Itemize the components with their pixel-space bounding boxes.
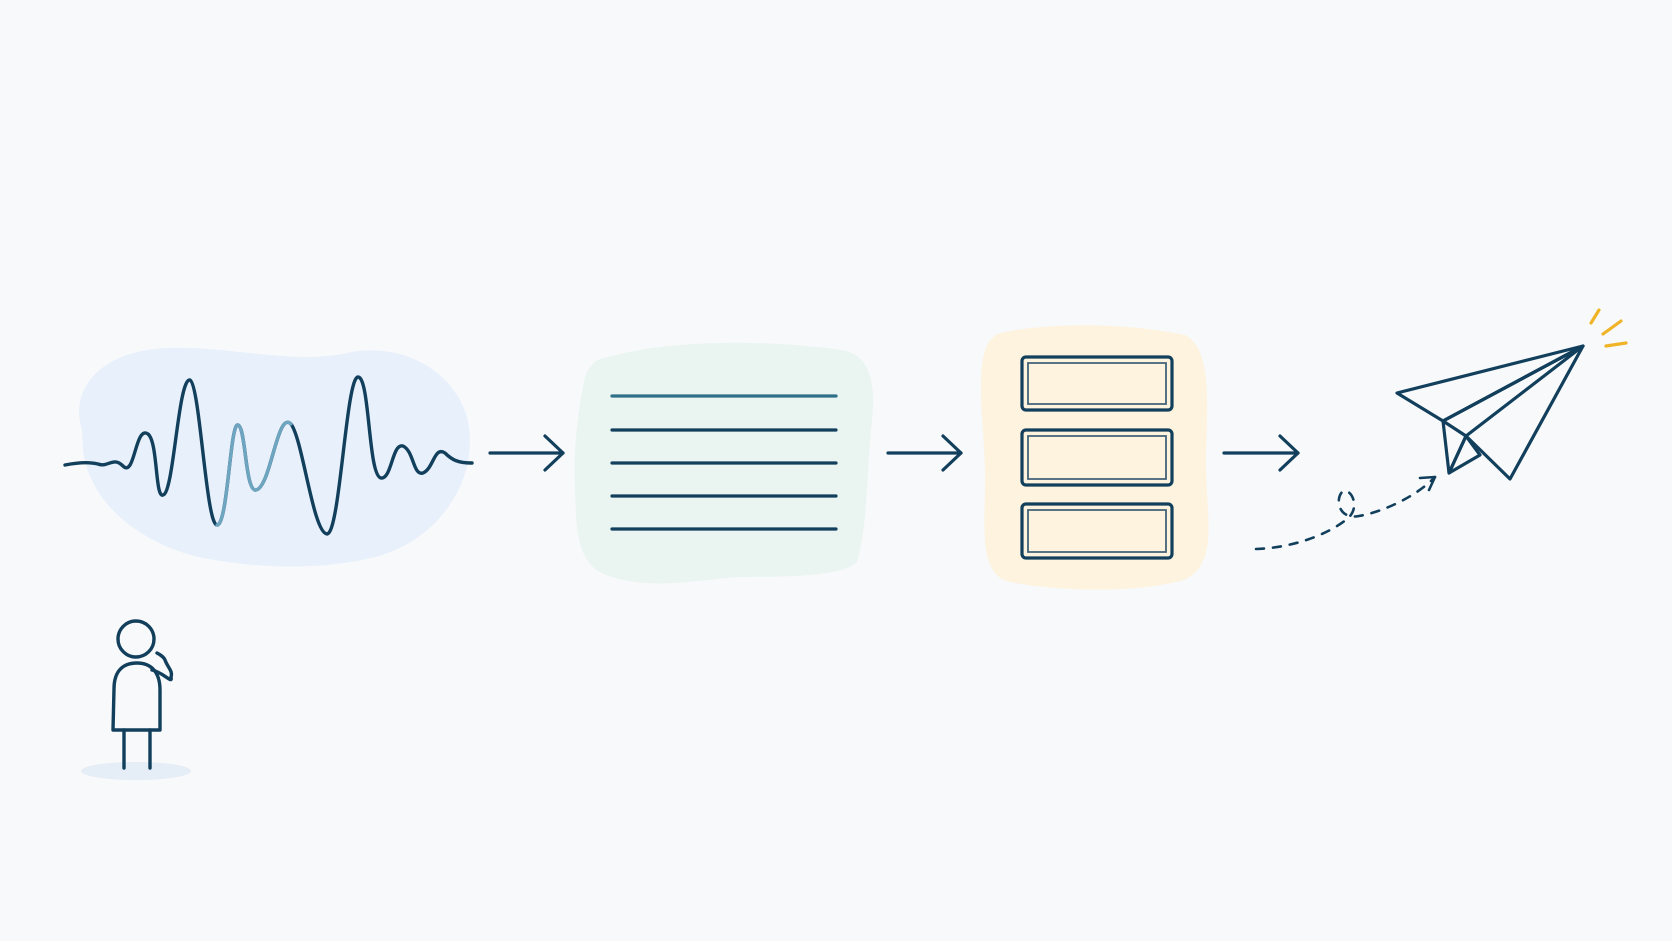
flight-path-dashed [1254,475,1437,551]
person-body [111,661,162,732]
cards-background-blob [980,325,1209,590]
paper-plane-icon [1395,344,1585,481]
waveform-highlight [215,420,293,527]
card-1 [1020,355,1174,412]
card-inner-outline-2 [1027,435,1167,480]
flow-arrow-1 [488,434,565,472]
sent-message-stage [1254,308,1628,551]
card-inner-outline-3 [1027,509,1167,553]
text-lines-icon [610,394,838,531]
flow-arrow-2 [886,434,963,472]
person-arm [150,651,174,682]
plane-keel [1447,434,1482,475]
card-inner-outline-1 [1027,362,1167,405]
structured-items-stage [980,325,1209,590]
waveform-background-blob [79,347,470,567]
person-head [116,619,156,659]
card-2 [1020,428,1174,487]
stacked-cards-icon [1020,355,1174,560]
flight-path-arrowhead [1418,475,1437,492]
waveform-stage [63,347,474,567]
transcribed-text-stage [574,342,874,584]
person-shadow [81,762,191,780]
card-3 [1020,502,1174,560]
spark-icon [1589,308,1628,348]
person-figure [81,619,191,780]
flow-arrow-3 [1222,434,1300,472]
